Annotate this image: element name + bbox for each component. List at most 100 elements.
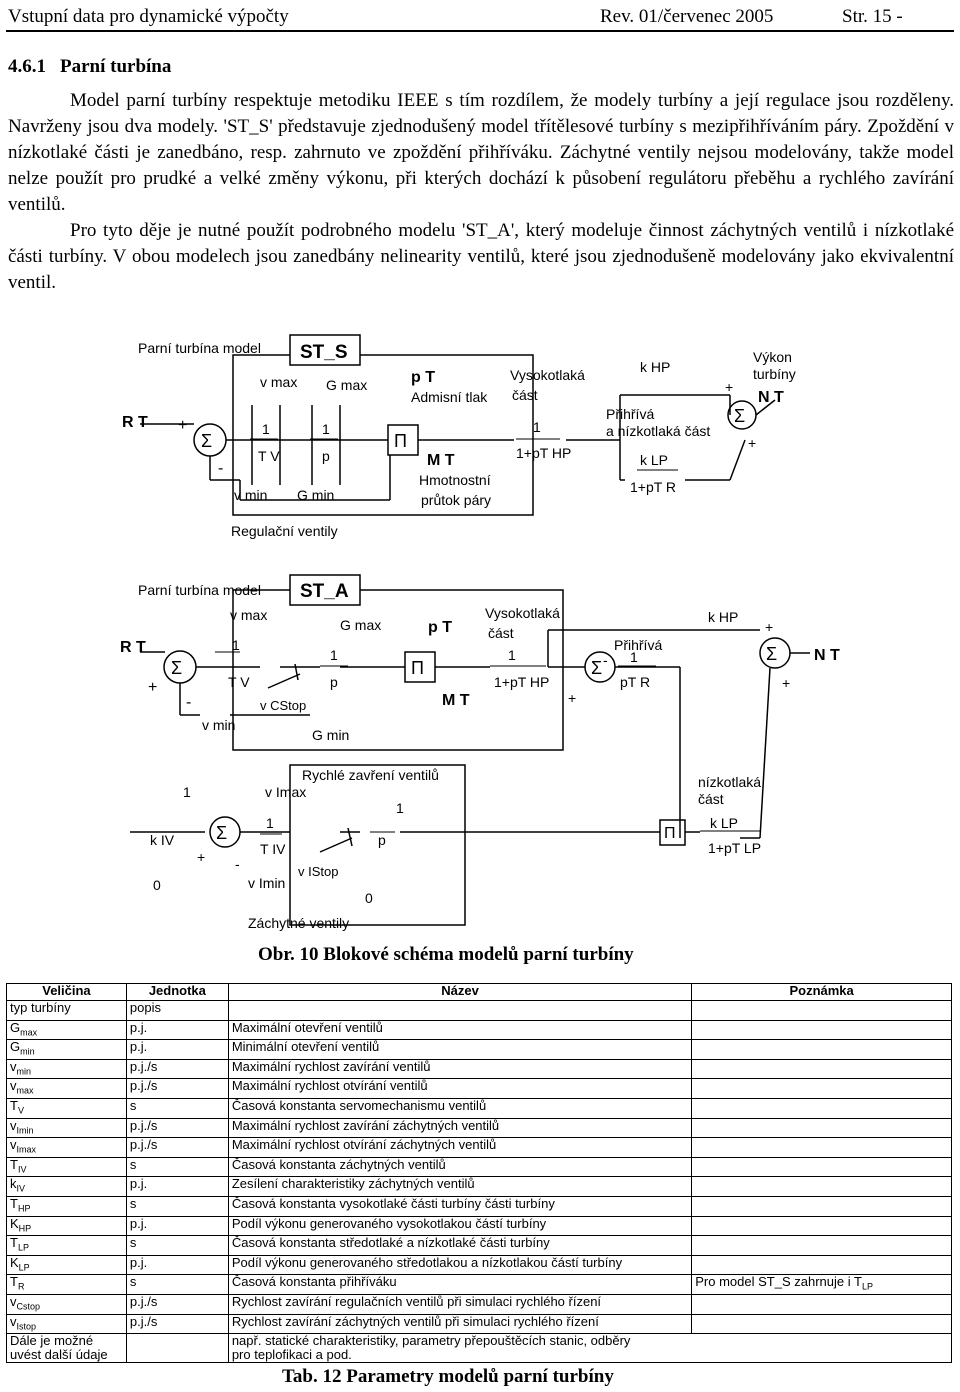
st-s-hp-label-2: část bbox=[512, 387, 538, 403]
st-a-input: R T bbox=[120, 639, 146, 656]
st-s-pi: Π bbox=[394, 431, 407, 451]
st-a-plus: + bbox=[148, 679, 157, 696]
st-a-lp-2: část bbox=[698, 791, 724, 807]
table-cell-unit: s bbox=[125, 1195, 229, 1217]
st-s-name-box bbox=[289, 334, 361, 366]
st-a-name-box bbox=[289, 574, 361, 606]
table-cell-unit: p.j. bbox=[125, 1215, 229, 1237]
st-s-out-plus-2: + bbox=[748, 435, 756, 451]
st-s-hp-label-1: Vysokotlaká bbox=[510, 367, 585, 383]
table-cell-name bbox=[227, 1000, 693, 1021]
st-a-vcstop: v CStop bbox=[260, 698, 306, 713]
table-cell-symbol: vImin bbox=[6, 1117, 127, 1139]
st-a-hp-num: 1 bbox=[508, 647, 516, 663]
table-cell-name: Maximální otevření ventilů bbox=[227, 1019, 693, 1041]
table-cell-symbol: kIV bbox=[6, 1176, 127, 1197]
st-s-out-plus-1: + bbox=[725, 379, 733, 395]
table-cell-name: Zesílení charakteristiky záchytných vent… bbox=[227, 1176, 693, 1197]
st-a-minus: - bbox=[186, 694, 191, 711]
table-cell-note bbox=[691, 1097, 952, 1119]
table-cell-note bbox=[691, 1215, 952, 1237]
st-s-out-sigma: Σ bbox=[734, 406, 745, 426]
table-cell-note bbox=[691, 1313, 952, 1335]
st-a-hp-label-1: Vysokotlaká bbox=[485, 605, 560, 621]
st-s-model-label: Parní turbína model bbox=[138, 340, 261, 356]
st-a-vimin: v Imin bbox=[248, 875, 285, 891]
table-cell-note bbox=[691, 1195, 952, 1217]
table-cell-unit: p.j./s bbox=[125, 1078, 229, 1099]
st-s-one-1: 1 bbox=[262, 421, 270, 437]
table-cell-symbol: TR bbox=[6, 1274, 127, 1295]
st-s-reheat-2: a nízkotlaká část bbox=[606, 423, 710, 439]
table-cell-note bbox=[691, 1117, 952, 1139]
page-header: Vstupní data pro dynamické výpočty Rev. … bbox=[6, 4, 954, 32]
table-cell-unit: s bbox=[125, 1156, 229, 1178]
st-a-p-num: 1 bbox=[396, 800, 404, 816]
table-cell-note bbox=[691, 1254, 952, 1276]
figure-caption: Obr. 10 Blokové schéma modelů parní turb… bbox=[258, 944, 634, 966]
table-cell-unit: s bbox=[125, 1235, 229, 1256]
table-cell-symbol: TIV bbox=[6, 1156, 127, 1178]
st-a-gmin: G min bbox=[312, 727, 349, 743]
table-cell-unit: p.j./s bbox=[125, 1117, 229, 1139]
st-s-name: ST_S bbox=[300, 342, 348, 363]
st-a-intercept: Záchytné ventily bbox=[248, 915, 349, 931]
st-a-reheat: Přihřívá bbox=[614, 637, 662, 653]
table-cell-symbol: KHP bbox=[6, 1215, 127, 1237]
st-s-vmin: v min bbox=[234, 487, 267, 503]
st-a-kiv: k IV bbox=[150, 832, 175, 848]
st-s-mt-desc-1: Hmotnostní bbox=[419, 472, 491, 488]
table-cell-symbol: vCstop bbox=[6, 1293, 127, 1315]
table-cell-name: Podíl výkonu generovaného vysokotlakou č… bbox=[227, 1215, 693, 1237]
st-s-out-3: N T bbox=[758, 389, 784, 406]
figure-text: Blokové schéma modelů parní turbíny bbox=[323, 944, 634, 965]
st-a-out-plus-1: + bbox=[765, 619, 773, 635]
st-s-p: p bbox=[322, 448, 330, 464]
st-s-mt: M T bbox=[427, 452, 455, 469]
table-text: Parametry modelů parní turbíny bbox=[346, 1366, 614, 1387]
st-s-tv: T V bbox=[258, 448, 280, 464]
table-cell-symbol: TLP bbox=[6, 1235, 127, 1256]
body-text: Model parní turbíny respektuje metodiku … bbox=[8, 88, 954, 296]
st-s-gmin: G min bbox=[297, 487, 334, 503]
st-a-pi: Π bbox=[411, 658, 424, 678]
table-cell-unit: p.j. bbox=[125, 1176, 229, 1197]
st-s-vmax: v max bbox=[260, 374, 297, 390]
st-a-nt: N T bbox=[814, 647, 840, 664]
st-s-gmax: G max bbox=[326, 377, 367, 393]
st-a-vmin: v min bbox=[202, 717, 235, 733]
paragraph-2: Pro tyto děje je nutné použít podrobného… bbox=[8, 220, 954, 293]
table-cell-name: Rychlost zavírání regulačních ventilů př… bbox=[227, 1293, 693, 1315]
st-s-model-frame bbox=[232, 354, 534, 516]
table-cell-symbol: TV bbox=[6, 1097, 127, 1119]
table-cell-unit: s bbox=[125, 1274, 229, 1295]
st-a-vimax: v Imax bbox=[265, 784, 306, 800]
table-cell-name: Rychlost zavírání záchytných ventilů při… bbox=[227, 1313, 693, 1335]
table-cell-unit bbox=[125, 1333, 229, 1364]
table-cell-unit: p.j. bbox=[125, 1019, 229, 1041]
table-cell-name: Časová konstanta servomechanismu ventilů bbox=[227, 1097, 693, 1119]
diagram-st-s: ST_S Parní turbína model R T + - Σ v max… bbox=[122, 334, 796, 539]
st-s-reheat-den: 1+pT R bbox=[630, 479, 676, 495]
table-cell-note bbox=[691, 1078, 952, 1099]
st-a-pt: p T bbox=[428, 619, 452, 636]
st-a-reheat-sigma: Σ bbox=[591, 658, 602, 678]
st-a-iv-plus: + bbox=[197, 849, 205, 865]
header-title: Vstupní data pro dynamické výpočty bbox=[8, 6, 289, 27]
table-cell-unit: p.j. bbox=[125, 1254, 229, 1276]
st-a-iv-sigma: Σ bbox=[216, 823, 227, 843]
table-label: Tab. 12 bbox=[282, 1366, 342, 1387]
table-cell-note bbox=[691, 1000, 952, 1021]
table-cell-note bbox=[691, 1176, 952, 1197]
st-s-out-2: turbíny bbox=[753, 366, 796, 382]
table-cell-symbol: vImax bbox=[6, 1137, 127, 1158]
table-cell-unit: popis bbox=[125, 1000, 229, 1021]
st-a-gmax: G max bbox=[340, 617, 381, 633]
